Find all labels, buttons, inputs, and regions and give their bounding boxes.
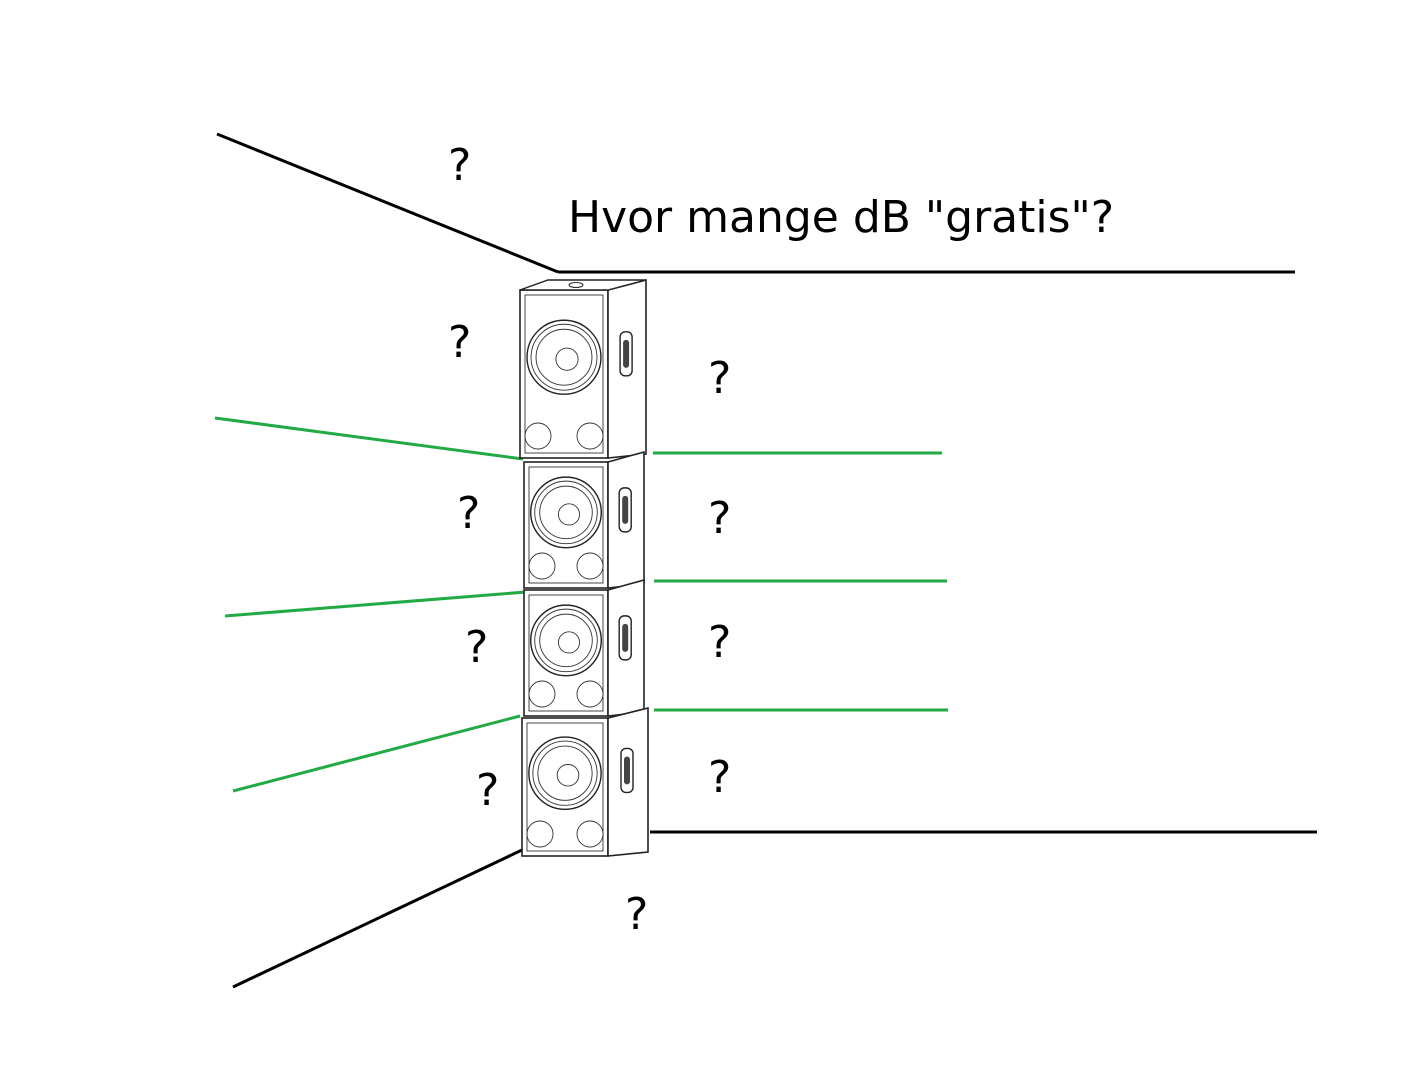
woofer-surround xyxy=(534,480,598,545)
question-mark-4: ? xyxy=(457,488,480,539)
pole-mount-icon xyxy=(568,282,584,288)
speaker-cabinet-3 xyxy=(523,578,645,717)
woofer-dustcap xyxy=(556,763,580,787)
question-marks: ? ? ? ? ? ? ? ? ? ? xyxy=(448,140,731,940)
woofer-icon xyxy=(526,319,602,395)
question-mark-3: ? xyxy=(708,353,731,404)
question-mark-7: ? xyxy=(708,617,731,668)
woofer-cone xyxy=(537,745,593,801)
speaker-grille-frame xyxy=(528,466,604,584)
question-mark-10: ? xyxy=(625,889,648,940)
speaker-grille-frame xyxy=(526,722,604,852)
question-mark-8: ? xyxy=(708,752,731,803)
bass-port-left-icon xyxy=(524,422,552,450)
side-handle-grip xyxy=(622,623,629,652)
speaker-stack xyxy=(519,278,649,857)
question-mark-1: ? xyxy=(448,140,471,191)
side-handle-grip xyxy=(622,495,629,524)
question-mark-2: ? xyxy=(448,317,471,368)
speaker-cabinet-2 xyxy=(523,450,645,589)
gap-line-left-3 xyxy=(232,714,521,793)
side-handle-grip xyxy=(624,756,630,785)
question-mark-9: ? xyxy=(476,765,499,816)
speaker-front-face xyxy=(521,717,609,857)
boundary-line-bottom-left xyxy=(232,848,523,989)
woofer-cone xyxy=(535,328,593,386)
woofer-cone xyxy=(539,613,593,668)
diagram-title: Hvor mange dB "gratis"? xyxy=(568,192,1114,243)
bass-port-right-icon xyxy=(576,820,604,848)
bass-port-right-icon xyxy=(576,552,604,580)
speaker-grille-frame xyxy=(528,594,604,712)
speaker-grille-frame xyxy=(524,294,604,454)
gap-line-left-2 xyxy=(224,590,527,618)
woofer-dustcap xyxy=(557,631,581,654)
woofer-icon xyxy=(530,476,602,549)
question-mark-6: ? xyxy=(465,622,488,673)
bass-port-left-icon xyxy=(528,552,556,580)
speaker-cabinet-1 xyxy=(519,278,647,459)
bass-port-right-icon xyxy=(576,422,604,450)
bass-port-right-icon xyxy=(576,680,604,708)
woofer-dustcap xyxy=(555,347,579,371)
gap-lines xyxy=(214,416,948,793)
woofer-surround xyxy=(530,323,598,391)
side-handle-grip xyxy=(623,339,630,368)
woofer-cone xyxy=(539,485,593,540)
woofer-surround xyxy=(532,740,598,806)
woofer-surround xyxy=(534,608,598,673)
speaker-cabinet-4 xyxy=(521,706,649,857)
boundary-line-top-left xyxy=(216,132,559,274)
boundary-lines xyxy=(216,132,1317,989)
woofer-dustcap xyxy=(557,503,581,526)
speaker-front-face xyxy=(519,289,609,459)
gap-line-left-1 xyxy=(214,416,524,461)
woofer-icon xyxy=(528,736,602,811)
question-mark-5: ? xyxy=(708,493,731,544)
woofer-icon xyxy=(530,604,602,677)
bass-port-left-icon xyxy=(528,680,556,708)
bass-port-left-icon xyxy=(526,820,554,848)
